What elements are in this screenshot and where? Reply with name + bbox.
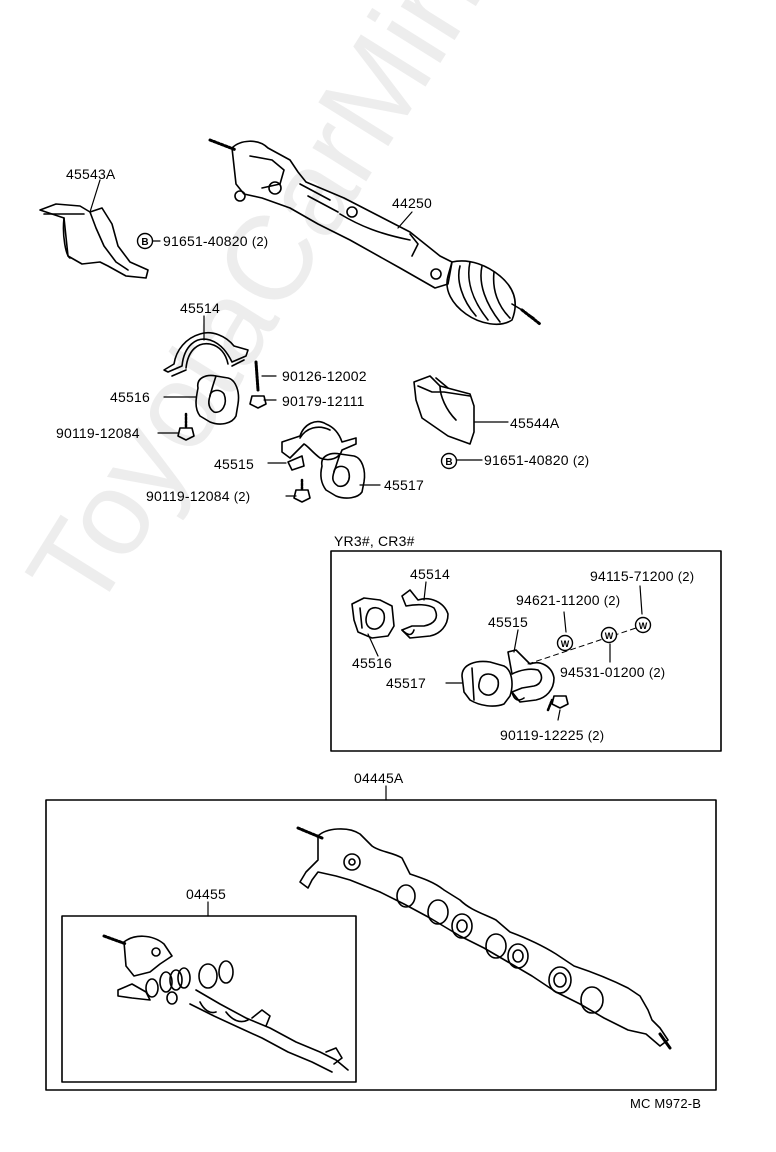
inset-leader-lines [367, 581, 643, 721]
label-45517: 45517 [384, 477, 424, 493]
label-kit-04455: 04455 [186, 886, 226, 902]
inset-variant-box [330, 550, 722, 752]
diagram-code: MC M972-B [630, 1096, 702, 1111]
label-kit-04445a: 04445A [354, 770, 404, 786]
svg-text:W: W [561, 639, 570, 649]
clamp-45515-icon [281, 420, 357, 471]
bushing-45517-icon [320, 452, 366, 499]
bushing-45516-icon [195, 374, 240, 425]
label-inset-45516: 45516 [352, 655, 392, 671]
label-94531: 94531-01200 (2) [560, 664, 666, 680]
bolt-marker-icon: B [136, 232, 154, 250]
label-91651-b: 91651-40820 (2) [484, 452, 590, 468]
label-45516: 45516 [110, 389, 150, 405]
label-45544a: 45544A [510, 415, 560, 431]
label-94115: 94115-71200 (2) [590, 568, 695, 584]
label-45514: 45514 [180, 300, 220, 316]
label-91651-a: 91651-40820 (2) [163, 233, 269, 249]
label-90179: 90179-12111 [282, 393, 365, 409]
washer-marker-icon: W [556, 634, 574, 652]
svg-text:W: W [605, 631, 614, 641]
rack-seal-kit-icon [102, 934, 349, 1073]
bracket-45544a-icon [413, 375, 475, 445]
rack-housing-icon [296, 826, 672, 1050]
bolt-90119-a-icon [177, 412, 195, 441]
label-inset-45515: 45515 [488, 614, 528, 630]
label-45515: 45515 [214, 456, 254, 472]
svg-text:W: W [639, 621, 648, 631]
label-90126: 90126-12002 [282, 368, 367, 384]
label-inset-45517: 45517 [386, 675, 426, 691]
washer-marker-icon: W [634, 616, 652, 634]
bolt-90119-b-icon [293, 478, 311, 503]
stud-bolt-icon [249, 360, 267, 409]
label-inset-45514: 45514 [410, 566, 450, 582]
bolt-marker-icon: B [440, 452, 458, 470]
label-90119-b: 90119-12084 (2) [146, 488, 251, 504]
kit-outer-box [45, 799, 717, 1091]
label-inset-90119: 90119-12225 (2) [500, 727, 605, 743]
label-94621: 94621-11200 (2) [516, 592, 621, 608]
clamp-45514-icon [163, 331, 249, 377]
svg-text:B: B [445, 457, 452, 468]
label-45543a: 45543A [66, 166, 116, 182]
kit-inner-box [61, 915, 357, 1083]
washer-marker-icon: W [600, 626, 618, 644]
bracket-45543a-icon [39, 203, 149, 279]
steering-rack-icon [208, 138, 542, 326]
label-44250: 44250 [392, 195, 432, 211]
leader-lines [89, 179, 509, 497]
inset-title: YR3#, CR3# [334, 533, 415, 549]
label-90119-a: 90119-12084 [56, 425, 140, 441]
svg-text:B: B [141, 237, 148, 248]
inset-parts-icon [351, 589, 649, 712]
